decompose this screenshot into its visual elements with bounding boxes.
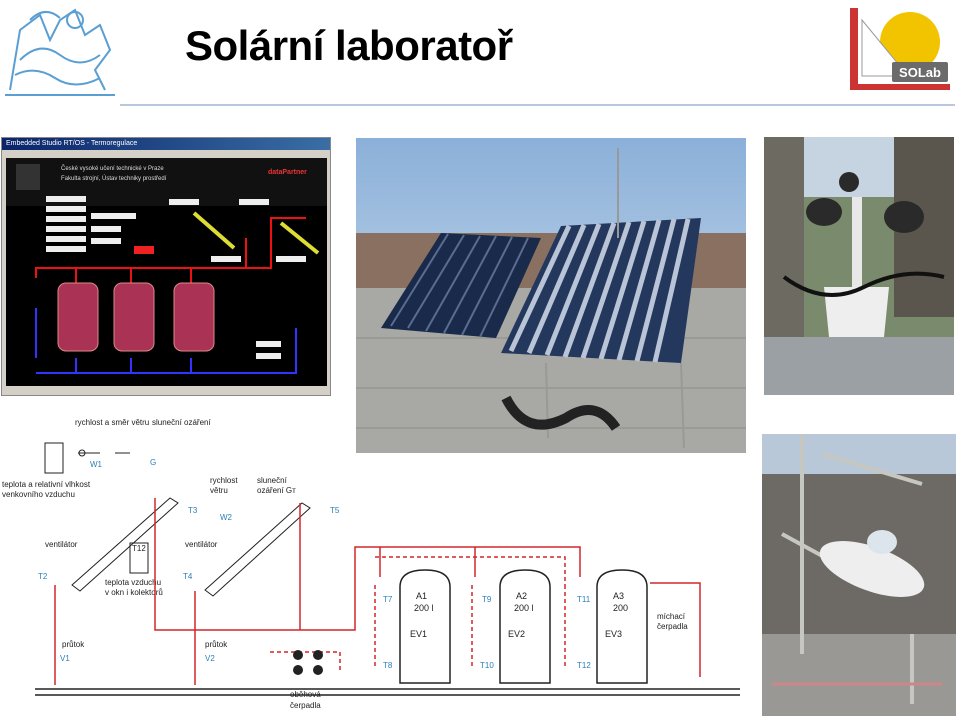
irradiance-gt-line1: sluneční (257, 476, 288, 485)
anemometer-photo (764, 137, 954, 395)
tank-a1: A1 200 l EV1 T7 T8 (383, 591, 434, 670)
v1-label: V1 (60, 654, 70, 663)
air-temp-label-line2: v okn i kolektorů (105, 588, 163, 597)
t2-label: T2 (38, 572, 48, 581)
control-software-screenshot: Embedded Studio RT/OS - Termoregulace Če… (1, 137, 331, 396)
circulation-pumps-label-line1: oběhová (290, 690, 321, 699)
temp-humidity-label-line2: venkovního vzduchu (2, 490, 75, 499)
irradiance-gt-line2: ozáření Gт (257, 486, 296, 495)
tank-a1-t-bottom: T8 (383, 661, 393, 670)
tank-a2: A2 200 l EV2 T9 T10 (480, 591, 534, 670)
wind-speed-label-line1: rychlost (210, 476, 238, 485)
mixing-pumps-label-line1: míchací (657, 612, 686, 621)
circulation-pumps (293, 650, 323, 675)
tank-a1-heater: EV1 (410, 629, 427, 639)
page-title: Solární laboratoř (185, 22, 513, 69)
tank-a3-t-bottom: T12 (577, 661, 591, 670)
tank-a2-name: A2 (516, 591, 527, 601)
flow1-label: průtok (62, 640, 85, 649)
title-rule (120, 104, 955, 106)
solar-collectors-photo (356, 138, 746, 453)
tank-a2-t-bottom: T10 (480, 661, 494, 670)
tank-a2-heater: EV2 (508, 629, 525, 639)
flow2-label: průtok (205, 640, 228, 649)
irradiance-label: sluneční ozáření (152, 418, 211, 427)
cvut-logo (5, 8, 115, 96)
w1-label: W1 (90, 460, 103, 469)
software-canvas: České vysoké učení technické v Praze Fak… (6, 158, 327, 386)
software-statusbar (6, 386, 327, 394)
circulation-pumps-label-line2: čerpadla (290, 701, 321, 710)
tank-a3: A3 200 EV3 T11 T12 (577, 591, 628, 670)
tank-a1-name: A1 (416, 591, 427, 601)
tank-a3-name: A3 (613, 591, 624, 601)
software-menubar (2, 150, 330, 156)
tank-a2-volume: 200 l (514, 603, 534, 613)
w2-label: W2 (220, 513, 233, 522)
t12-label: T12 (132, 544, 146, 553)
air-temp-label-line1: teplota vzduchu (105, 578, 161, 587)
solab-logo: SOLab (850, 8, 950, 90)
tank-a2-t-top: T9 (482, 595, 492, 604)
system-diagram: rychlost a směr větru sluneční ozáření W… (2, 418, 740, 710)
temp-humidity-label-line1: teplota a relativní vlhkost (2, 480, 91, 489)
software-brand: dataPartner (268, 169, 307, 176)
software-header-line1: České vysoké učení technické v Praze (61, 165, 164, 172)
tank-a3-t-top: T11 (577, 595, 591, 604)
t5-label: T5 (330, 506, 340, 515)
pyranometer-photo (762, 434, 956, 716)
fan2-label: ventilátor (185, 540, 218, 549)
g-label: G (150, 458, 156, 467)
t4-label: T4 (183, 572, 193, 581)
t3-label: T3 (188, 506, 198, 515)
tank-a1-volume: 200 l (414, 603, 434, 613)
mixing-pumps-label-line2: čerpadla (657, 622, 688, 631)
fan1-label: ventilátor (45, 540, 78, 549)
tank-a3-volume: 200 (613, 603, 628, 613)
tank-a1-t-top: T7 (383, 595, 393, 604)
tank-a3-heater: EV3 (605, 629, 622, 639)
wind-sensor-label: rychlost a směr větru (75, 418, 149, 427)
v2-label: V2 (205, 654, 215, 663)
software-titlebar: Embedded Studio RT/OS - Termoregulace (2, 138, 330, 150)
wind-speed-label-line2: větru (210, 486, 228, 495)
software-header-line2: Fakulta strojní, Ústav techniky prostřed… (61, 175, 167, 182)
solab-logo-text: SOLab (899, 65, 941, 80)
temperature-humidity-sensor (44, 442, 64, 474)
